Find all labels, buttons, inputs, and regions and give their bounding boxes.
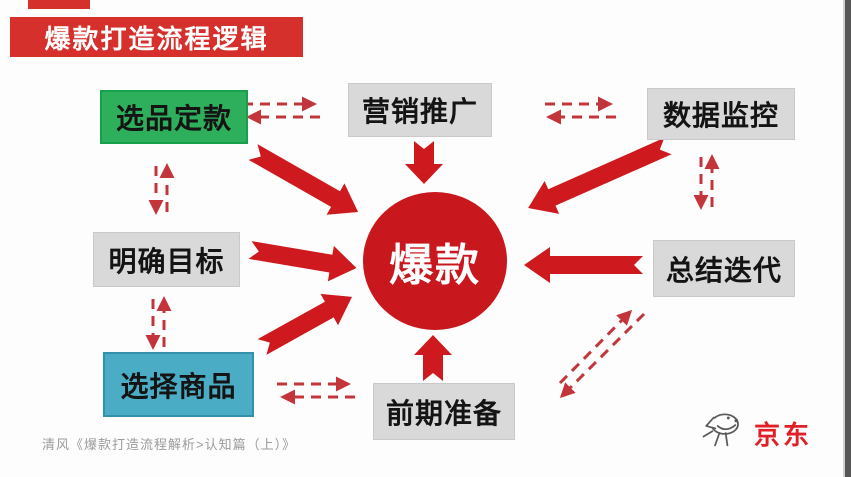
jd-brand-text: 京东 (754, 419, 813, 450)
center-hot-product-circle: 爆款 (363, 192, 507, 330)
arrow-mingque-to-center (248, 241, 357, 282)
dashed-link-xuanpin-yingxiao (243, 96, 320, 125)
dashed-link-xuanze-qianqi (277, 376, 355, 405)
banner-ribbon-tab (28, 0, 90, 9)
right-edge-strip (843, 0, 851, 477)
jd-logo: 京东 (696, 410, 812, 456)
jd-dog-mascot-icon (702, 413, 739, 447)
arrow-zongjie-to-center (524, 247, 643, 283)
dashed-link-yingxiao-shuju (545, 96, 616, 125)
dashed-link-qianqi-zongjie (558, 309, 646, 399)
node-marketing-promotion: 营销推广 (348, 83, 492, 137)
node-data-monitoring: 数据监控 (647, 88, 795, 140)
dashed-link-shuju-zongjie (693, 154, 720, 210)
arrow-shuju-to-center (528, 137, 672, 214)
arrow-xuanze-to-center (257, 293, 352, 355)
node-select-product-style: 选品定款 (100, 90, 248, 144)
page-title: 爆款打造流程逻辑 (10, 17, 303, 57)
node-choose-goods: 选择商品 (103, 352, 254, 417)
node-summarize-iterate: 总结迭代 (653, 240, 795, 297)
arrow-qianqi-to-center (414, 335, 452, 381)
arrow-yingxiao-to-center (405, 141, 443, 184)
source-caption: 清风《爆款打造流程解析>认知篇（上）》 (42, 437, 297, 452)
node-early-preparation: 前期准备 (373, 383, 515, 440)
node-define-goals: 明确目标 (93, 232, 240, 287)
dashed-link-xuanpin-mingque (148, 163, 175, 215)
dashed-link-mingque-xuanze (145, 296, 172, 350)
arrow-xuanpin-to-center (248, 144, 359, 215)
